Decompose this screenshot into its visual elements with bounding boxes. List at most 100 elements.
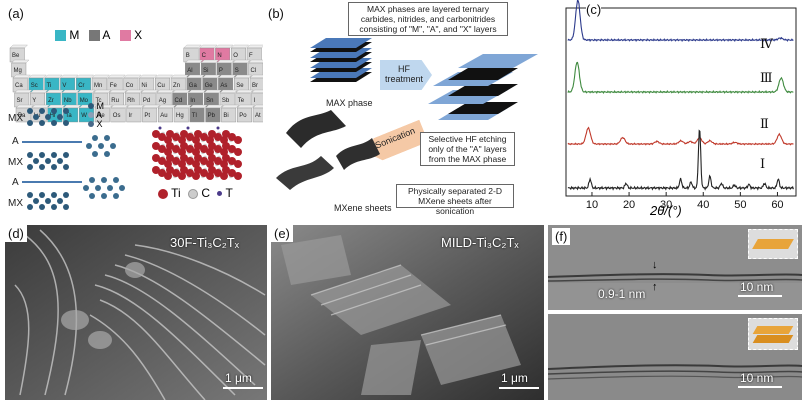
atom-legend-c: C bbox=[201, 186, 211, 200]
xrd-series-line bbox=[567, 129, 794, 191]
max-phase-label: MAX phase bbox=[326, 98, 373, 108]
layer-label-4: A bbox=[12, 177, 19, 188]
atom-legend-t: T bbox=[225, 186, 233, 200]
element-symbol: In bbox=[190, 98, 195, 104]
layer-label-1: MX bbox=[8, 113, 23, 124]
series-label: Ⅰ bbox=[760, 157, 765, 172]
element-cell bbox=[173, 107, 189, 123]
panel-f-bottom-inset bbox=[748, 318, 798, 350]
x-tick-label: 50 bbox=[734, 199, 746, 211]
element-symbol: Be bbox=[12, 53, 20, 59]
panel-e-scalebar bbox=[499, 387, 539, 389]
element-symbol: W bbox=[81, 113, 87, 119]
element-symbol: B bbox=[186, 53, 190, 59]
element-symbol: Ge bbox=[205, 83, 214, 89]
panel-d-title: 30F-Ti₃C₂Tₓ bbox=[170, 235, 240, 250]
x-tick-label: 40 bbox=[697, 199, 709, 211]
element-symbol: Sn bbox=[206, 98, 213, 104]
mxene-sheets-label: MXene sheets bbox=[334, 203, 392, 213]
legend-x-swatch bbox=[119, 30, 131, 42]
legend-a-label: A bbox=[102, 28, 111, 42]
legend-a-swatch bbox=[88, 30, 100, 42]
element-symbol: Sb bbox=[222, 98, 230, 104]
mini-legend-m: M bbox=[96, 101, 105, 111]
layer-label-5: MX bbox=[8, 198, 23, 209]
sheet-stack-icon-1 bbox=[752, 326, 794, 334]
series-label: Ⅱ bbox=[760, 117, 769, 132]
panel-f-label: (f) bbox=[552, 228, 571, 245]
x-tick-label: 60 bbox=[771, 199, 783, 211]
thickness-arrow-top: ↓ bbox=[652, 259, 658, 271]
element-symbol: C bbox=[202, 53, 207, 59]
element-symbol: As bbox=[220, 83, 227, 89]
atom-legend-ti: Ti bbox=[171, 186, 181, 200]
element-symbol: Ru bbox=[111, 98, 119, 104]
callout-separated-sheets: Physically separated 2-D MXene sheets af… bbox=[396, 184, 514, 216]
element-symbol: At bbox=[255, 113, 261, 119]
panel-d-micrograph: (d) 30F-Ti₃C₂Tₓ 1 μm bbox=[5, 225, 267, 400]
element-symbol: Cd bbox=[175, 98, 183, 104]
mini-legend-a: A bbox=[96, 110, 103, 120]
element-symbol: Ba bbox=[18, 113, 26, 119]
thickness-arrow-bottom: ↑ bbox=[652, 281, 658, 293]
element-symbol: Nb bbox=[64, 98, 72, 104]
element-cell bbox=[142, 107, 158, 123]
element-symbol: Po bbox=[239, 113, 247, 119]
element-symbol: Ti bbox=[47, 83, 52, 89]
panel-f-top-tem: ↓ ↑ 0.9-1 nm 10 nm bbox=[548, 225, 802, 310]
max-phase-stack bbox=[310, 38, 372, 82]
panel-d-scalebar bbox=[223, 387, 263, 389]
x-tick-label: 30 bbox=[660, 199, 672, 211]
mini-legend: M A X bbox=[88, 102, 104, 129]
panel-d-texture bbox=[5, 225, 267, 400]
panel-a-label: (a) bbox=[8, 6, 24, 21]
sheet-icon bbox=[752, 239, 794, 249]
panel-e-micrograph: (e) MILD-Ti₃C₂Tₓ 1 μm bbox=[271, 225, 544, 400]
panel-f-thickness: 0.9-1 nm bbox=[598, 287, 646, 301]
element-symbol: Mo bbox=[80, 98, 89, 104]
element-symbol: Sc bbox=[31, 83, 38, 89]
element-symbol: Ag bbox=[159, 98, 166, 104]
element-cell bbox=[221, 107, 237, 123]
element-symbol: Mg bbox=[14, 68, 22, 74]
panel-d-scale-label: 1 μm bbox=[225, 371, 252, 385]
callout-selective-etching: Selective HF etching only of the "A" lay… bbox=[420, 132, 515, 166]
panel-e-texture bbox=[271, 225, 544, 400]
x-tick-label: 10 bbox=[586, 199, 598, 211]
panel-f-top-inset bbox=[748, 229, 798, 259]
panel-e-title: MILD-Ti₃C₂Tₓ bbox=[441, 235, 519, 250]
element-symbol: Zn bbox=[173, 83, 180, 89]
panel-e-scale-label: 1 μm bbox=[501, 371, 528, 385]
panel-f-bottom-scale-label: 10 nm bbox=[740, 371, 774, 385]
element-symbol: Cr bbox=[78, 83, 84, 89]
element-symbol: Sr bbox=[17, 98, 23, 104]
element-symbol: Hf bbox=[50, 113, 56, 119]
element-symbol: Si bbox=[203, 68, 208, 74]
chart-frame bbox=[565, 7, 797, 197]
panel-d-label: (d) bbox=[5, 225, 27, 242]
element-symbol: Y bbox=[32, 98, 36, 104]
legend-x-label: X bbox=[134, 28, 143, 42]
hf-treatment-arrow bbox=[380, 60, 432, 90]
crystal-lattice-3d bbox=[152, 126, 242, 180]
chart-xlabel: 2θ/(°) bbox=[650, 203, 682, 218]
xrd-series-line bbox=[567, 61, 794, 94]
element-symbol: Ni bbox=[141, 83, 147, 89]
element-symbol: Pd bbox=[143, 98, 150, 104]
element-symbol: Pb bbox=[208, 113, 216, 119]
element-symbol: F bbox=[249, 53, 253, 59]
panel-b-label: (b) bbox=[268, 6, 284, 21]
layer-label-2: A bbox=[12, 136, 19, 147]
element-symbol: S bbox=[235, 68, 239, 74]
element-cell bbox=[205, 107, 221, 123]
xrd-series-line bbox=[567, 126, 794, 146]
etched-stack bbox=[428, 54, 538, 120]
layer-label-3: MX bbox=[8, 157, 23, 168]
element-symbol: Bi bbox=[223, 113, 228, 119]
element-symbol: Pt bbox=[144, 113, 150, 119]
element-symbol: P bbox=[219, 68, 223, 74]
panel-f-bottom-tem: 10 nm bbox=[548, 314, 802, 400]
layered-structure-diagram bbox=[22, 108, 82, 210]
element-symbol: N bbox=[217, 53, 221, 59]
